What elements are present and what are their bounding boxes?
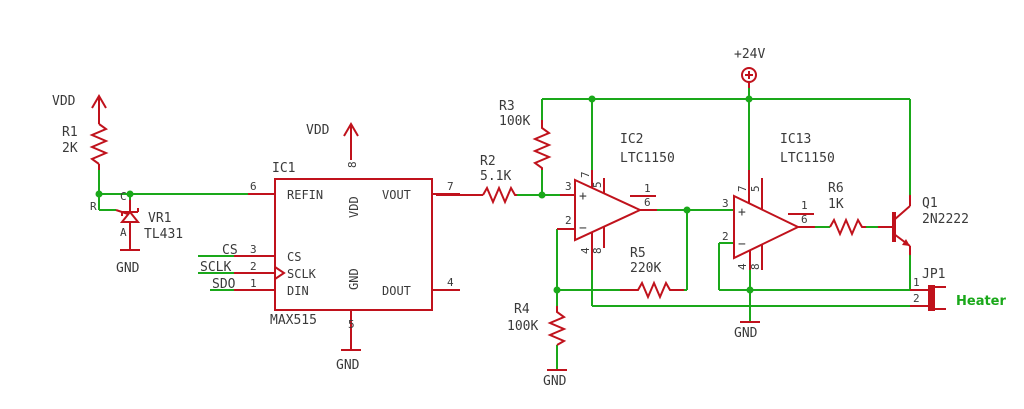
gnd-symbol-r4: GND (543, 369, 567, 389)
ic13-pin-2: 2 (722, 230, 729, 243)
ic13-pin-3: 3 (722, 197, 729, 210)
vdd-label: VDD (306, 123, 330, 138)
vr1-pin-r: R (90, 200, 97, 213)
ic1-pinnum-refin: 6 (250, 180, 257, 193)
signal-sdo: SDO (212, 277, 236, 292)
ic2-pin-8: 8 (591, 247, 604, 254)
gnd-label: GND (734, 326, 758, 341)
vr1-pin-c: C (120, 190, 127, 203)
ic2-pin-5: 5 (591, 181, 604, 188)
vr1-name: VR1 (148, 211, 171, 226)
gnd-label: GND (543, 374, 567, 389)
resistor-r1: R1 2K (62, 114, 109, 170)
vr1-tl431: R A C VR1 TL431 (90, 190, 183, 242)
vdd-label: VDD (52, 94, 76, 109)
gnd-symbol-vr1: GND (116, 234, 140, 276)
plus24v-label: +24V (734, 47, 765, 62)
gnd-symbol-ic1: GND (336, 310, 361, 373)
vdd-symbol-ic1: VDD (306, 122, 359, 160)
resistor-r6: R6 1K (828, 181, 866, 237)
ic1-name: IC1 (272, 161, 295, 176)
ic1-pin-cs: CS (287, 250, 301, 264)
ic13-pin-4: 4 (736, 263, 749, 270)
q1-part: 2N2222 (922, 212, 969, 227)
ic1-pinnum-din: 1 (250, 277, 257, 290)
jp1-connector: JP1 1 2 Heater (910, 267, 1007, 311)
jp1-pin-2: 2 (913, 292, 920, 305)
ic13-part: LTC1150 (780, 151, 835, 166)
ic2-name: IC2 (620, 132, 643, 147)
r1-name: R1 (62, 125, 78, 140)
r5-name: R5 (630, 246, 646, 261)
resistor-r5: R5 220K (620, 246, 684, 300)
gnd-label: GND (336, 358, 360, 373)
ic2-pin-1: 1 (644, 182, 651, 195)
ic1-pinnum-dout: 4 (447, 276, 454, 289)
ic13-opamp: + − IC13 LTC1150 3 2 6 1 7 5 4 8 (722, 132, 835, 270)
ic2-pin-2: 2 (565, 214, 572, 227)
junctions (95, 95, 754, 294)
r4-name: R4 (514, 302, 530, 317)
ic1-part: MAX515 (270, 313, 317, 328)
ic2-pin-7: 7 (579, 171, 592, 178)
ic2-plus: + (579, 189, 587, 204)
q1-name: Q1 (922, 196, 938, 211)
ic1-max515: IC1 MAX515 REFIN VOUT CS SCLK DIN DOUT V… (234, 161, 460, 331)
signal-cs: CS (222, 243, 238, 258)
ic1-pin-vout: VOUT (382, 188, 411, 202)
r6-name: R6 (828, 181, 844, 196)
vr1-value: TL431 (144, 227, 183, 242)
r5-value: 220K (630, 261, 661, 276)
resistor-r3: R3 100K (499, 99, 552, 170)
ic13-name: IC13 (780, 132, 811, 147)
ic2-opamp: + − IC2 LTC1150 3 2 6 1 7 5 4 8 (557, 132, 675, 270)
ic13-pin-5: 5 (749, 185, 762, 192)
resistor-r4: R4 100K (507, 302, 567, 346)
r6-value: 1K (828, 197, 844, 212)
ic13-pin-8: 8 (749, 263, 762, 270)
ic1-pinnum-cs: 3 (250, 243, 257, 256)
ic13-plus: + (738, 205, 746, 220)
ic1-pin-gnd: GND (347, 268, 361, 290)
jp1-pin-1: 1 (913, 276, 920, 289)
signal-sclk: SCLK (200, 260, 231, 275)
ic1-pin-din: DIN (287, 284, 309, 298)
ic1-pin-sclk: SCLK (287, 267, 317, 281)
r2-name: R2 (480, 154, 496, 169)
gnd-symbol-ic13: GND (734, 321, 760, 341)
ic1-input-signals: CS SCLK SDO (200, 243, 238, 292)
wires (98, 86, 911, 370)
ic1-pinnum-vdd: 8 (346, 161, 359, 168)
ic13-pin-1: 1 (801, 199, 808, 212)
ic1-pinnum-sclk: 2 (250, 260, 257, 273)
vr1-pin-a: A (120, 226, 127, 239)
vdd-symbol-r1: VDD (52, 94, 107, 114)
ic1-pin-dout: DOUT (382, 284, 411, 298)
ic2-minus: − (579, 221, 587, 236)
ic13-pin-6: 6 (801, 213, 808, 226)
r2-value: 5.1K (480, 169, 511, 184)
q1-transistor: Q1 2N2222 (878, 195, 969, 255)
ic1-pinnum-vout: 7 (447, 180, 454, 193)
plus24v-symbol: +24V (734, 47, 765, 88)
ic13-minus: − (738, 237, 746, 252)
gnd-label: GND (116, 261, 140, 276)
ic2-pin-6: 6 (644, 196, 651, 209)
ic13-pin-7: 7 (736, 185, 749, 192)
r4-value: 100K (507, 319, 538, 334)
ic1-pin-vdd: VDD (347, 196, 361, 218)
r3-value: 100K (499, 114, 530, 129)
r1-value: 2K (62, 141, 78, 156)
r3-name: R3 (499, 99, 515, 114)
ic2-pin-3: 3 (565, 180, 572, 193)
jp1-name: JP1 (922, 267, 945, 282)
ic2-pin-4: 4 (579, 247, 592, 254)
heater-net-label: Heater (956, 294, 1007, 309)
ic1-pin-refin: REFIN (287, 188, 323, 202)
ic2-part: LTC1150 (620, 151, 675, 166)
ic1-pinnum-gnd: 5 (348, 318, 355, 331)
